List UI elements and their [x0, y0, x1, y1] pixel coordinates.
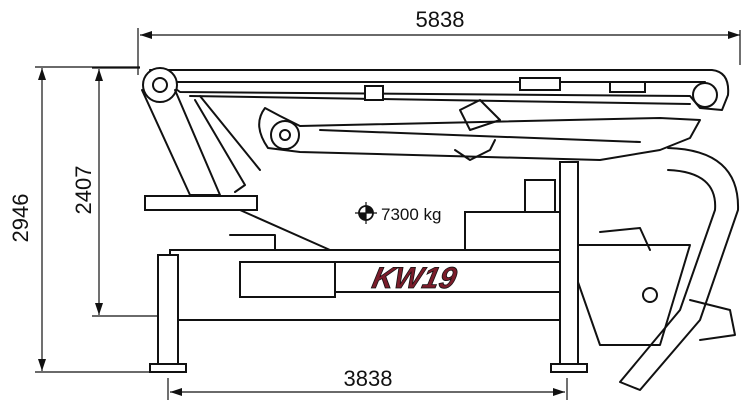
center-of-gravity-marker — [355, 202, 377, 224]
front-outrigger — [149, 254, 187, 373]
model-label: KW19 — [369, 262, 459, 295]
boom-assembly — [141, 67, 740, 391]
support-span-label: 3838 — [344, 366, 393, 391]
support-span-dimension: 3838 — [167, 366, 568, 400]
chassis-frame — [144, 179, 736, 346]
rear-outrigger — [550, 161, 588, 373]
overall-length-label: 5838 — [416, 7, 465, 32]
overall-length-dimension: 5838 — [137, 7, 741, 75]
frame-height-label: 2407 — [71, 166, 96, 215]
frame-height-dimension: 2407 — [71, 67, 160, 317]
overall-height-label: 2946 — [8, 194, 33, 243]
weight-label: 7300 kg — [381, 205, 442, 224]
overall-height-dimension: 2946 — [8, 66, 160, 373]
